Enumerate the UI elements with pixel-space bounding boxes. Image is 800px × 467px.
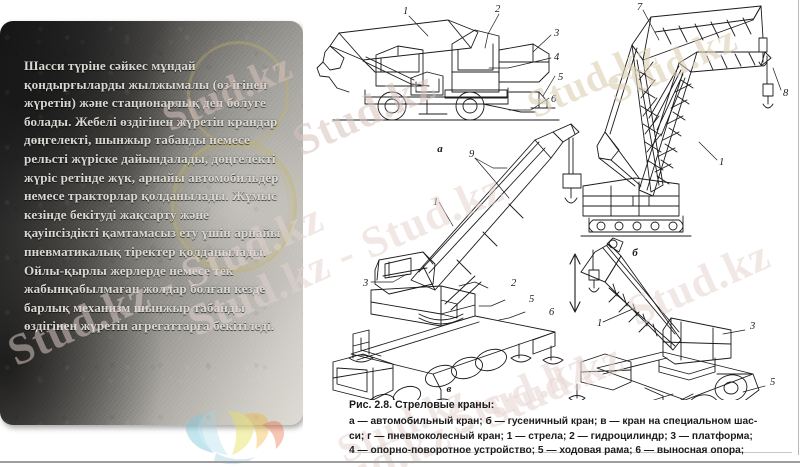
callout-v-5: 5: [529, 294, 534, 305]
figure-a-truck-crane: [316, 19, 560, 121]
callout-a-5: 5: [558, 72, 563, 83]
figure-g-pneumatic-wheel-crane: [568, 237, 760, 400]
callout-a-6: 6: [551, 94, 557, 105]
figure-caption: Рис. 2.8. Стреловые краны: а — автомобил…: [349, 398, 787, 459]
kazakh-body-text: Шасси түріне сәйкес мұндай қондырғыларды…: [24, 58, 281, 334]
callout-b-8: 8: [783, 88, 789, 99]
callout-v-2: 2: [511, 278, 517, 289]
callout-b-7: 7: [637, 2, 643, 13]
callout-v-3: 3: [362, 278, 368, 289]
caption-legend: а — автомобильный кран; б — гусеничный к…: [349, 415, 787, 459]
figure-illustrations: 1 2 3 4 5 6 7 8 1 9 1 3 2 5 6 1 3 5 6 а …: [303, 0, 800, 467]
callout-v-9: 9: [469, 149, 475, 160]
callout-v-6: 6: [549, 307, 555, 318]
page-right-rule: [798, 0, 799, 455]
callout-a-3: 3: [553, 28, 559, 39]
callout-a-1: 1: [403, 6, 408, 17]
caption-title: Рис. 2.8. Стреловые краны:: [349, 398, 787, 413]
caption-legend-line: си; г — пневмоколесный кран; 1 — стрела;…: [349, 430, 753, 442]
figure-b-crawler-crane: [580, 5, 774, 237]
callout-b-1: 1: [719, 157, 724, 168]
figure-v-special-chassis-crane: [332, 123, 582, 400]
caption-legend-line: а — автомобильный кран; б — гусеничный к…: [349, 416, 758, 427]
callout-g-3: 3: [749, 321, 755, 332]
callout-v-1: 1: [433, 197, 438, 208]
kazakh-text-photo-panel: [0, 21, 303, 425]
crane-drawings-svg: 1 2 3 4 5 6 7 8 1 9 1 3 2 5 6 1 3 5 6 а …: [316, 2, 789, 400]
callout-g-5: 5: [770, 377, 775, 388]
sublabel-b: б: [632, 247, 638, 259]
caption-legend-line: 4 — опорно-поворотное устройство; 5 — хо…: [349, 445, 745, 457]
yellow-circle-stamp-secondary: [187, 41, 289, 147]
caption-title-text: Стреловые краны:: [394, 399, 495, 411]
sublabel-v: в: [447, 383, 452, 395]
caption-figure-number: Рис. 2.8.: [349, 399, 393, 411]
callout-a-2: 2: [495, 4, 501, 15]
callout-g-1: 1: [597, 318, 602, 329]
caption-bottom-rule: [349, 452, 792, 453]
callout-a-4: 4: [554, 52, 560, 63]
page-bottom-rule: [0, 461, 800, 463]
sublabel-a: а: [437, 143, 443, 155]
